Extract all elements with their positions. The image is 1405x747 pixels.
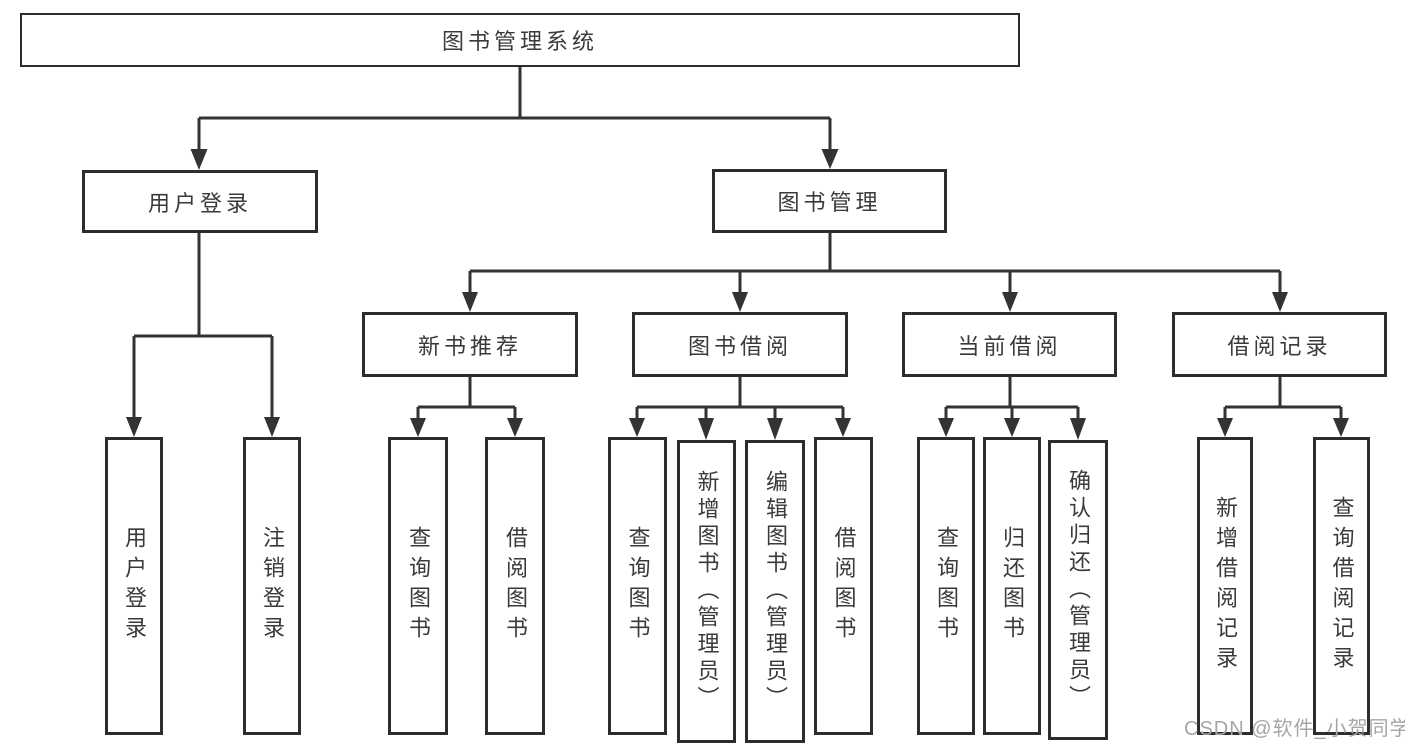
node-label: 图书管理系统 (441, 29, 598, 54)
node-label: 用户登录 (147, 190, 252, 216)
node-label: 图书管理 (777, 190, 882, 215)
node-current-borrowing: 当前借阅 (902, 312, 1117, 377)
leaf-records-add-record: 新增借阅记录 (1197, 437, 1253, 735)
node-label: 查询图书 (934, 526, 959, 646)
leaf-logout-login: 注销登录 (243, 437, 301, 735)
node-book-borrowing: 图书借阅 (632, 312, 848, 377)
leaf-borrow-query-books: 查询图书 (608, 437, 667, 735)
leaf-recommend-query-books: 查询图书 (388, 437, 448, 735)
leaf-records-query-record: 查询借阅记录 (1313, 437, 1370, 735)
leaf-current-query-books: 查询图书 (917, 437, 975, 735)
node-label: 当前借阅 (957, 333, 1062, 359)
connector-records-to-children (1217, 377, 1349, 437)
node-label: 用户登录 (122, 526, 147, 646)
node-label: 查询借阅记录 (1329, 496, 1355, 676)
leaf-recommend-borrow-books: 借阅图书 (485, 437, 545, 735)
node-new-book-recommendation: 新书推荐 (362, 312, 578, 377)
connector-login-to-children (126, 233, 280, 437)
leaf-borrow-edit-books-admin: 编辑图书（管理员） (745, 440, 805, 743)
node-root: 图书管理系统 (20, 13, 1020, 67)
connector-current-to-children (938, 377, 1086, 440)
leaf-borrow-add-books-admin: 新增图书（管理员） (677, 440, 736, 743)
watermark-text: CSDN @软件_小贺同学 (1184, 718, 1405, 740)
leaf-current-return-books: 归还图书 (983, 437, 1041, 735)
node-label: 借阅记录 (1227, 333, 1332, 359)
connector-management-to-level3 (462, 233, 1288, 312)
node-label: 借阅图书 (503, 526, 528, 646)
leaf-current-confirm-return-admin: 确认归还（管理员） (1048, 440, 1108, 740)
node-label: 注销登录 (260, 526, 285, 646)
node-borrowing-records: 借阅记录 (1172, 312, 1387, 377)
connector-recommend-to-children (410, 377, 523, 437)
node-label: 归还图书 (1000, 526, 1025, 646)
connector-root-to-level2 (190, 67, 839, 170)
node-label: 查询图书 (625, 526, 651, 646)
connector-borrow-to-children (629, 377, 851, 440)
leaf-user-login: 用户登录 (105, 437, 163, 735)
node-label: 查询图书 (406, 526, 431, 646)
node-label: 图书借阅 (687, 333, 792, 359)
node-label: 编辑图书（管理员） (763, 470, 788, 713)
node-label: 借阅图书 (831, 526, 857, 646)
node-user-login: 用户登录 (82, 170, 318, 233)
node-book-management: 图书管理 (712, 169, 947, 233)
node-label: 新书推荐 (417, 333, 522, 359)
node-label: 新增图书（管理员） (694, 470, 720, 713)
node-label: 新增借阅记录 (1213, 496, 1238, 676)
leaf-borrow-borrow-books: 借阅图书 (814, 437, 873, 735)
node-label: 确认归还（管理员） (1066, 468, 1091, 712)
